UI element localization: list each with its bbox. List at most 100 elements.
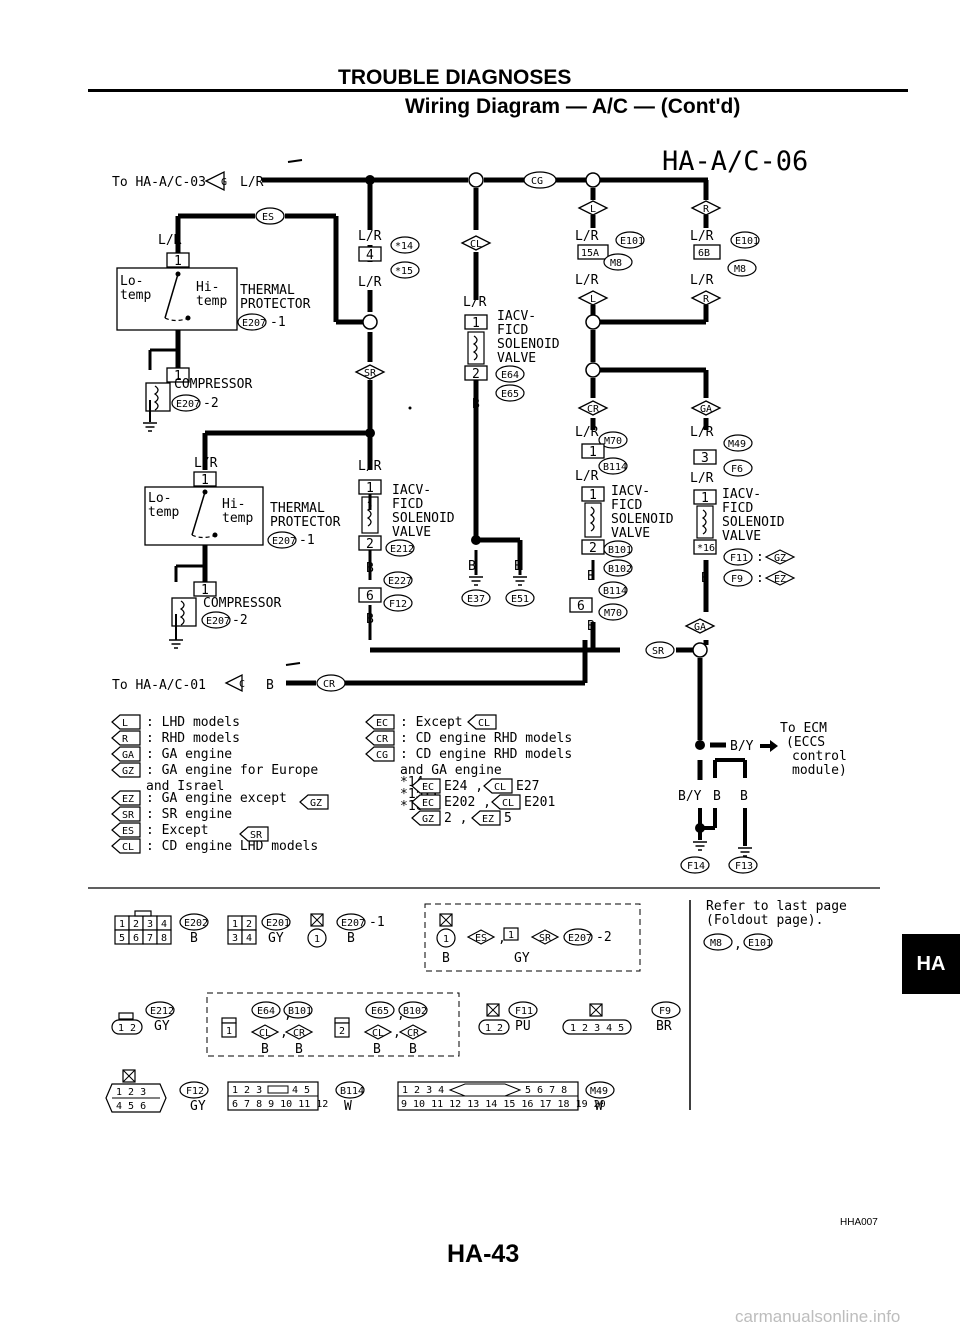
svg-text:PU: PU [515, 1019, 531, 1034]
legend-inline-tag-label: GZ [422, 814, 434, 825]
connector-f12: 1 2 3 4 5 6 F12 GY [105, 1069, 209, 1114]
svg-text:F6: F6 [731, 464, 743, 475]
legend-right-item: EC: Except [365, 714, 463, 730]
svg-text:B: B [366, 561, 374, 576]
svg-text:L/R: L/R [690, 273, 714, 288]
svg-text:L/R: L/R [158, 233, 182, 248]
legend-inline-tag-label: GZ [310, 798, 322, 809]
legend-inline-tag-label: CL [502, 798, 514, 809]
svg-text:E101: E101 [620, 236, 644, 247]
svg-text:2: 2 [589, 541, 597, 556]
legend-tag-icon [365, 730, 395, 746]
svg-text:1 2 3 4: 1 2 3 4 [402, 1085, 444, 1096]
svg-text:M8: M8 [610, 258, 622, 269]
legend-inline-tag-label: EC [422, 782, 434, 793]
svg-text:F11: F11 [515, 1006, 533, 1017]
svg-text:1: 1 [174, 254, 182, 269]
svg-text:B: B [740, 789, 748, 804]
legend-tag-icon [111, 762, 141, 778]
legend-text: and Israel [146, 779, 224, 794]
legend-tag: SR [122, 810, 135, 821]
tag-es [255, 207, 285, 225]
svg-text:F14: F14 [687, 861, 705, 872]
svg-text:E101: E101 [735, 236, 759, 247]
legend-left-item: GZ: GA engine for Europe [111, 762, 318, 778]
svg-text:E207: E207 [341, 918, 365, 929]
legend-inline-tag-label: EZ [482, 814, 494, 825]
svg-text:4: 4 [366, 248, 374, 263]
legend-left-item: and Israel [146, 779, 224, 794]
svg-text:temp: temp [196, 294, 227, 309]
svg-text:5 6 7 8: 5 6 7 8 [525, 1085, 567, 1096]
svg-text:M70: M70 [604, 608, 622, 619]
svg-text:2: 2 [497, 1023, 503, 1034]
svg-text:1: 1 [201, 473, 209, 488]
svg-text:E212: E212 [390, 544, 414, 555]
svg-text:VALVE: VALVE [497, 351, 536, 366]
iacv-valve-e64: CL L/R 1 2 IACV- FICD SOLENOID VALVE E64… [460, 235, 560, 607]
legend-inline-tag [411, 778, 441, 794]
connector-e202-id: E202 [184, 918, 208, 929]
svg-text:M49: M49 [590, 1086, 608, 1097]
legend-right-item: and GA engine [400, 763, 502, 778]
svg-text:F9: F9 [731, 574, 743, 585]
legend-inline-text: E201 [524, 795, 555, 810]
svg-text:C: C [239, 679, 245, 690]
svg-text:1: 1 [232, 919, 238, 930]
svg-text:*15: *15 [395, 266, 413, 277]
svg-text:L: L [590, 204, 596, 215]
svg-text:B: B [514, 559, 522, 574]
svg-text:L/R: L/R [690, 229, 714, 244]
svg-text:FICD: FICD [611, 498, 642, 513]
svg-text:B: B [468, 559, 476, 574]
legend-tag: L [122, 718, 128, 729]
svg-text:VALVE: VALVE [722, 529, 761, 544]
svg-text:B: B [713, 789, 721, 804]
svg-text:temp: temp [148, 505, 179, 520]
legend-left-item: GA: GA engine [111, 746, 232, 762]
svg-text::: : [756, 550, 764, 565]
svg-text:L/R: L/R [358, 275, 382, 290]
right-branch: R L/R 6B E101 M8 L/R R GA L/R M49 3 F6 L… [684, 200, 796, 634]
thermal-protector-1: L/R 1 Lo- temp Hi- temp THERMAL PROTECTO… [116, 233, 311, 331]
svg-text:L/R: L/R [358, 229, 382, 244]
legend-tag: CG [376, 750, 388, 761]
legend-inline-tag-label: CL [494, 782, 506, 793]
svg-text:7: 7 [147, 933, 153, 944]
svg-text:1: 1 [314, 934, 320, 945]
svg-text::: : [756, 571, 764, 586]
svg-text:1: 1 [443, 934, 449, 945]
svg-text:SOLENOID: SOLENOID [392, 511, 455, 526]
connector-e64-b101: 1 E64 , B101 CL , CR B B [221, 1001, 314, 1057]
legend-tag: CR [376, 734, 389, 745]
legend-inline-text: E202 , [444, 795, 491, 810]
svg-text:2: 2 [339, 1026, 345, 1037]
svg-text:E207: E207 [206, 616, 230, 627]
legend-left-item: R: RHD models [111, 730, 240, 746]
svg-text:F12: F12 [186, 1086, 204, 1097]
svg-text:temp: temp [222, 511, 253, 526]
svg-text:6 7 8 9 10 11 12: 6 7 8 9 10 11 12 [232, 1099, 328, 1110]
svg-text:Hi-: Hi- [196, 280, 219, 295]
legend-inline-tag [491, 794, 521, 810]
svg-text:3: 3 [147, 919, 153, 930]
section-title: TROUBLE DIAGNOSES [338, 66, 572, 89]
legend-inline-tag-label: EC [422, 798, 434, 809]
svg-text:B114: B114 [603, 462, 627, 473]
svg-text:L/R: L/R [358, 459, 382, 474]
diagram-code: HA-A/C-06 [662, 146, 809, 177]
svg-text:F12: F12 [389, 599, 407, 610]
svg-text:COMPRESSOR: COMPRESSOR [174, 377, 252, 392]
tag-sr-2 [645, 641, 675, 659]
legend-left-item: L: LHD models [111, 714, 240, 730]
legend-tag-icon [365, 714, 395, 730]
legend-text: : GA engine for Europe [146, 763, 318, 778]
svg-text:CR: CR [323, 679, 336, 690]
legend-right-item: CG: CD engine RHD models [365, 746, 572, 762]
svg-text:15A: 15A [581, 248, 599, 259]
svg-text:B: B [373, 1042, 381, 1057]
svg-text:ES: ES [475, 933, 487, 944]
